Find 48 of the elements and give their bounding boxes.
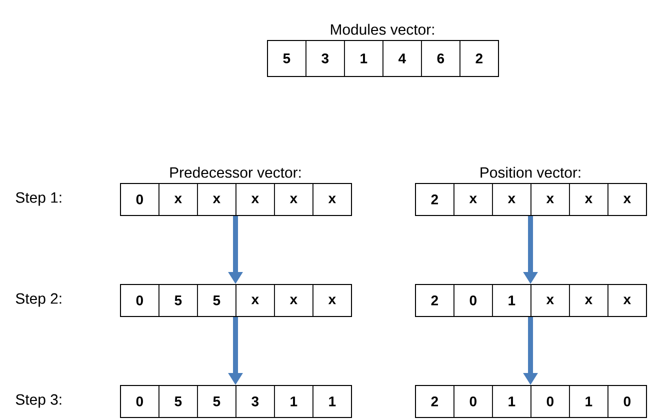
vector-cell: 1 xyxy=(312,385,352,418)
vector-cell: 0 xyxy=(120,385,160,418)
vector-cell: x xyxy=(530,284,570,317)
step-label: Step 3: xyxy=(16,394,62,408)
step-label: Step 2: xyxy=(16,293,62,307)
vector-cell: 5 xyxy=(267,40,306,77)
vector-cell: x xyxy=(312,284,352,317)
vector-cell: 0 xyxy=(454,385,493,418)
vector-cell: 0 xyxy=(454,284,493,317)
node-label: Modules vector: xyxy=(330,24,434,35)
vector-cell: 5 xyxy=(158,284,198,317)
vector-cell: 1 xyxy=(274,385,314,418)
vector-cell: x xyxy=(530,183,570,216)
node-label: Predecessor vector: xyxy=(170,166,301,178)
vector-cell: x xyxy=(312,183,352,216)
vector-cell: x xyxy=(608,284,647,317)
step-label: Step 1: xyxy=(16,192,62,206)
vector-cell: 5 xyxy=(197,385,236,418)
vector-cell: 2 xyxy=(415,385,454,418)
vector-cell: 0 xyxy=(120,183,160,216)
vector-cell: 1 xyxy=(492,385,532,418)
vector-cell: x xyxy=(197,183,236,216)
vector-cell: 2 xyxy=(415,183,454,216)
vector-cell: x xyxy=(158,183,198,216)
vector-cell: 4 xyxy=(382,40,422,77)
vector-cell: x xyxy=(569,284,608,317)
vector-cell: 1 xyxy=(344,40,384,77)
vector-cell: 1 xyxy=(492,284,532,317)
node-label: Position vector: xyxy=(480,166,580,178)
vector-cell: 3 xyxy=(236,385,275,418)
vector-cell: 3 xyxy=(306,40,345,77)
vector-cell: 0 xyxy=(530,385,570,418)
vector-cell: x xyxy=(492,183,532,216)
vector-cell: 1 xyxy=(569,385,608,418)
vector-cell: x xyxy=(454,183,493,216)
vector-cell: 5 xyxy=(158,385,198,418)
vector-cell: 2 xyxy=(415,284,454,317)
vector-cell: 2 xyxy=(460,40,499,77)
vector-cell: x xyxy=(236,284,275,317)
vector-cell: x xyxy=(236,183,275,216)
vector-cell: 0 xyxy=(608,385,647,418)
vector-cell: 6 xyxy=(421,40,460,77)
vector-cell: x xyxy=(274,284,314,317)
vector-cell: x xyxy=(274,183,314,216)
vector-cell: 5 xyxy=(197,284,236,317)
vector-cell: 0 xyxy=(120,284,160,317)
vector-cell: x xyxy=(608,183,647,216)
vector-cell: x xyxy=(569,183,608,216)
